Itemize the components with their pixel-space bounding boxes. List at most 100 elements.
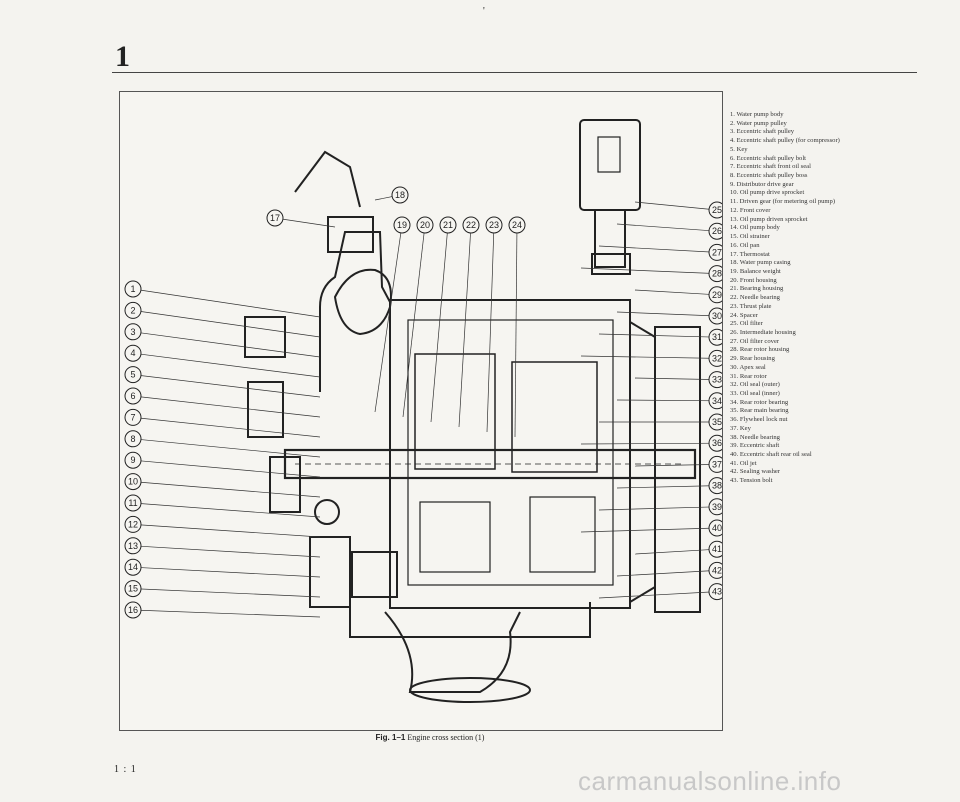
water-pump-pulley — [244, 316, 286, 358]
legend-item: 4. Eccentric shaft pulley (for compresso… — [730, 137, 840, 145]
callout-number: 20 — [420, 220, 430, 230]
watermark: carmanualsonline.info — [578, 766, 842, 796]
callout-number: 40 — [712, 523, 722, 533]
callout-leader — [132, 566, 321, 578]
callout-number: 2 — [130, 305, 135, 315]
callout-leader — [402, 224, 426, 418]
oil-pan-sump — [409, 677, 531, 703]
callout-circle — [124, 580, 142, 598]
callout-leader — [634, 377, 718, 380]
callout-leader — [616, 485, 718, 489]
callout-number: 6 — [130, 391, 135, 401]
legend-item: 25. Oil filter — [730, 320, 763, 328]
callout-circle — [124, 601, 142, 619]
legend-item: 39. Eccentric shaft — [730, 442, 780, 450]
callout-leader — [580, 527, 718, 533]
callout-number: 30 — [712, 311, 722, 321]
callout-number: 7 — [130, 412, 135, 422]
legend-item: 17. Thermostat — [730, 250, 770, 258]
eccentric-shaft — [283, 448, 697, 480]
legend-item: 19. Balance weight — [730, 267, 781, 275]
legend-item: 6. Eccentric shaft pulley bolt — [730, 154, 806, 162]
chapter-number: 1 — [115, 40, 130, 73]
callout-leader — [132, 545, 321, 558]
rear-rotor-chamber — [511, 361, 598, 473]
callout-leader — [486, 224, 495, 433]
callout-number: 17 — [270, 213, 280, 223]
callout-circle — [708, 286, 722, 304]
callout-circle — [708, 243, 722, 261]
callout-number: 10 — [128, 477, 138, 487]
callout-leader — [374, 224, 403, 413]
legend-item: 30. Apex seal — [730, 363, 766, 371]
caption-text: Engine cross section (1) — [407, 733, 485, 742]
callout-circle — [124, 344, 142, 362]
callout-number: 22 — [466, 220, 476, 230]
callout-circle — [124, 515, 142, 533]
callout-number: 24 — [512, 220, 522, 230]
legend-item: 12. Front cover — [730, 206, 771, 214]
page-number: 1 : 1 — [114, 764, 137, 775]
legend-item: 5. Key — [730, 145, 748, 153]
legend-item: 22. Needle bearing — [730, 294, 780, 302]
callout-leader — [132, 374, 321, 398]
legend-item: 31. Rear rotor — [730, 372, 767, 380]
callout-number: 33 — [712, 375, 722, 385]
callout-circle — [708, 413, 722, 431]
distributor-drive — [314, 499, 340, 525]
oil-pump-body — [309, 536, 351, 608]
callout-number: 27 — [712, 247, 722, 257]
front-cover — [319, 231, 391, 392]
callout-circle — [439, 216, 457, 234]
callout-leader — [616, 399, 718, 402]
callout-leader — [598, 333, 718, 338]
housing-outline — [389, 299, 631, 609]
callout-number: 18 — [395, 190, 405, 200]
legend-item: 28. Rear rotor housing — [730, 346, 790, 354]
legend-item: 8. Eccentric shaft pulley boss — [730, 172, 808, 180]
callout-number: 36 — [712, 438, 722, 448]
callout-circle — [124, 408, 142, 426]
callout-number: 8 — [130, 434, 135, 444]
callout-leader — [616, 223, 718, 232]
oil-filter — [579, 119, 641, 211]
callout-leader — [598, 506, 718, 511]
callout-number: 38 — [712, 481, 722, 491]
callout-leader — [514, 224, 518, 438]
flywheel — [654, 326, 701, 613]
callout-circle — [708, 519, 722, 537]
callout-circle — [708, 371, 722, 389]
callout-number: 21 — [443, 220, 453, 230]
callout-circle — [124, 301, 142, 319]
callout-number: 35 — [712, 417, 722, 427]
caption-label: Fig. 1–1 — [375, 733, 406, 742]
callout-number: 5 — [130, 370, 135, 380]
callout-leader — [132, 331, 321, 358]
oil-strainer-pipe — [384, 611, 521, 693]
thermostat-neck — [294, 150, 361, 208]
callout-leader — [598, 245, 718, 253]
callout-leader — [458, 224, 472, 428]
callout-circle — [391, 186, 409, 204]
callout-leader — [634, 289, 718, 296]
legend-item: 37. Key — [730, 424, 751, 432]
legend-item: 29. Rear housing — [730, 355, 775, 363]
callout-leader — [132, 288, 321, 318]
callout-circle — [708, 540, 722, 558]
callout-number: 37 — [712, 459, 722, 469]
callout-number: 41 — [712, 544, 722, 554]
callout-circle — [124, 280, 142, 298]
callout-number: 32 — [712, 353, 722, 363]
callout-circle — [124, 430, 142, 448]
callout-circle — [416, 216, 434, 234]
legend-item: 3. Eccentric shaft pulley — [730, 128, 795, 136]
header-rule — [112, 72, 917, 73]
callout-leader — [132, 310, 321, 338]
legend-item: 7. Eccentric shaft front oil seal — [730, 163, 811, 171]
callout-circle — [708, 392, 722, 410]
callout-leader — [132, 524, 321, 538]
legend-item: 24. Spacer — [730, 311, 758, 319]
legend-item: 9. Distributor drive gear — [730, 180, 794, 188]
